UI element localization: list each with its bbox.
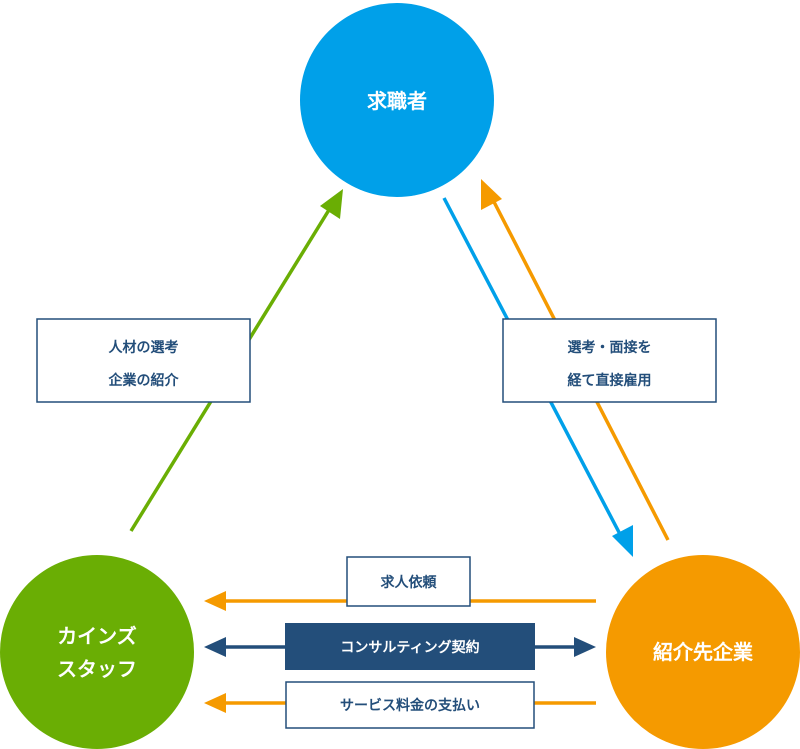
interview-box [502, 318, 717, 403]
talent-selection-line-2: 企業の紹介 [108, 372, 180, 389]
job-request-box [346, 556, 471, 607]
talent-selection-box [36, 318, 251, 403]
service-fee-label: サービス料金の支払い [340, 697, 480, 714]
arrowhead-contract-right [574, 637, 596, 657]
arrowhead-company-to-seeker [481, 179, 502, 210]
talent-selection-line-1: 人材の選考 [109, 339, 179, 356]
consulting-contract-box [285, 623, 535, 670]
job-seeker-label: 求職者 [367, 89, 427, 113]
client-company-node [606, 555, 800, 749]
consulting-contract-label: コンサルティング契約 [340, 639, 479, 656]
arrowhead-seeker-to-company [612, 525, 633, 557]
kinz-staff-label-line-2: スタッフ [57, 657, 137, 681]
arrowhead-contract-left [204, 637, 226, 657]
interview-line-1: 選考・面接を [568, 339, 652, 356]
kinz-staff-label-line-1: カインズ [57, 624, 137, 648]
arrowhead-staff-to-seeker [320, 189, 343, 219]
job-seeker-node [300, 3, 494, 197]
arrowhead-service-fee [204, 693, 226, 713]
job-request-label: 求人依頼 [381, 574, 438, 591]
kinz-staff-node [0, 555, 194, 749]
service-fee-box [285, 681, 535, 729]
arrowhead-job-request [204, 591, 226, 611]
client-company-label: 紹介先企業 [653, 640, 754, 664]
interview-line-2: 経て直接雇用 [568, 372, 652, 389]
